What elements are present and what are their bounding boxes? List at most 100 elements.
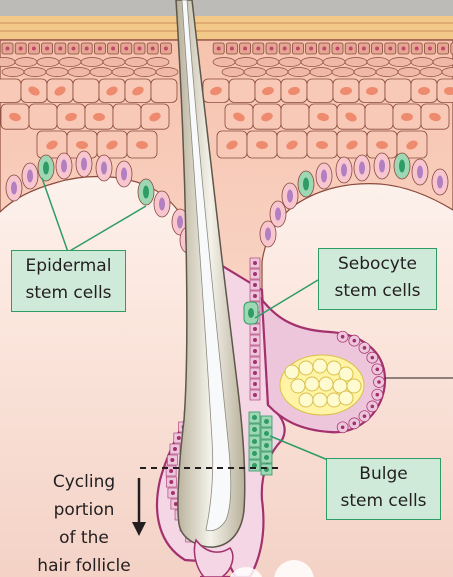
follicle-nucleus bbox=[253, 283, 257, 287]
cycling-line4: hair follicle bbox=[37, 556, 131, 576]
stem-cell-nucleus bbox=[303, 177, 309, 191]
spinous-nucleus bbox=[93, 112, 105, 122]
spinous-nucleus bbox=[401, 112, 413, 122]
leader-epidermal-1 bbox=[41, 177, 69, 253]
leader-bulge bbox=[269, 435, 329, 461]
squamous-cell bbox=[344, 57, 368, 67]
spinous-cell bbox=[28, 103, 58, 130]
spinous-nucleus bbox=[149, 112, 161, 122]
follicle-nucleus bbox=[253, 349, 257, 353]
basal-nucleus bbox=[321, 169, 327, 183]
spinous-nucleus bbox=[376, 140, 388, 150]
follicle-nucleus bbox=[253, 382, 257, 386]
spinous-nucleus bbox=[106, 86, 118, 96]
spinous-nucleus bbox=[444, 87, 453, 95]
cycling-line1: Cycling bbox=[52, 472, 116, 492]
gland-nucleus bbox=[375, 392, 380, 397]
squamous-cell bbox=[331, 67, 355, 77]
granular-nucleus bbox=[163, 46, 168, 51]
granular-nucleus bbox=[269, 46, 274, 51]
gland-nucleus bbox=[375, 367, 380, 372]
follicle-nucleus bbox=[253, 338, 257, 342]
sebocyte-cell bbox=[298, 392, 314, 408]
follicle-nucleus bbox=[170, 458, 175, 462]
spinous-nucleus bbox=[261, 112, 273, 122]
spinous-nucleus bbox=[317, 112, 329, 122]
spinous-nucleus bbox=[366, 86, 378, 96]
granular-nucleus bbox=[441, 46, 446, 51]
squamous-cell bbox=[322, 57, 346, 67]
hair-bulb bbox=[193, 538, 234, 577]
basal-nucleus bbox=[27, 169, 33, 183]
follicle-nucleus bbox=[253, 272, 257, 276]
spinous-cell bbox=[306, 78, 334, 103]
granular-nucleus bbox=[375, 46, 380, 51]
granular-nucleus bbox=[18, 46, 23, 51]
spinous-cell bbox=[150, 78, 178, 103]
sebocyte-cell bbox=[318, 376, 334, 392]
basal-nucleus bbox=[177, 215, 183, 229]
spinous-nucleus bbox=[406, 140, 418, 150]
bulge-stem-nucleus bbox=[252, 451, 257, 456]
gland-nucleus bbox=[362, 346, 367, 350]
stem-cell-nucleus bbox=[143, 185, 149, 199]
spinous-nucleus bbox=[340, 86, 352, 96]
spinous-nucleus bbox=[429, 112, 441, 122]
spinous-cell bbox=[384, 78, 412, 103]
squamous-cell bbox=[410, 57, 434, 67]
gland-nucleus bbox=[370, 404, 375, 409]
spinous-nucleus bbox=[226, 140, 238, 150]
squamous-cell bbox=[14, 57, 38, 67]
basal-nucleus bbox=[437, 175, 443, 189]
follicle-nucleus bbox=[253, 393, 257, 397]
squamous-cell bbox=[441, 67, 453, 77]
granular-nucleus bbox=[361, 46, 366, 51]
sebocyte-line1: Sebocyte bbox=[338, 254, 417, 274]
sebocyte-cell bbox=[326, 360, 342, 376]
granular-nucleus bbox=[150, 46, 155, 51]
spinous-cell bbox=[364, 103, 394, 130]
squamous-cell bbox=[375, 67, 399, 77]
spinous-nucleus bbox=[28, 86, 40, 96]
basal-nucleus bbox=[11, 181, 17, 195]
squamous-cell bbox=[80, 57, 104, 67]
gland-nucleus bbox=[377, 380, 381, 384]
spinous-cell bbox=[228, 78, 256, 103]
squamous-cell bbox=[124, 57, 148, 67]
spinous-nucleus bbox=[316, 140, 328, 150]
spinous-nucleus bbox=[262, 86, 274, 96]
granular-nucleus bbox=[97, 46, 102, 51]
follicle-nucleus bbox=[173, 502, 178, 506]
cycling-line3: of the bbox=[59, 528, 109, 548]
gland-nucleus bbox=[352, 338, 357, 343]
granular-nucleus bbox=[309, 46, 314, 51]
sebocyte-cell bbox=[304, 376, 320, 392]
basal-nucleus bbox=[287, 189, 293, 203]
granular-cells bbox=[0, 42, 453, 77]
bulge-stem-nucleus bbox=[252, 463, 257, 468]
squamous-cell bbox=[243, 67, 267, 77]
sebocyte-line2: stem cells bbox=[334, 281, 421, 301]
squamous-cell bbox=[309, 67, 333, 77]
sebocyte-cell bbox=[312, 392, 328, 408]
spinous-nucleus bbox=[345, 112, 357, 122]
sebocyte-cell bbox=[346, 378, 362, 394]
granular-nucleus bbox=[58, 46, 63, 51]
spinous-nucleus bbox=[346, 140, 358, 150]
gland-nucleus bbox=[362, 414, 367, 418]
spinous-nucleus bbox=[288, 86, 300, 96]
basal-nucleus bbox=[159, 197, 165, 211]
label-epidermal-stem-cells: Epidermal stem cells bbox=[11, 250, 126, 312]
spinous-nucleus bbox=[233, 112, 245, 122]
epidermal-line2: stem cells bbox=[25, 283, 112, 303]
leader-epidermal-2 bbox=[67, 205, 147, 253]
follicle-nucleus bbox=[170, 491, 175, 495]
spinous-cell bbox=[72, 78, 100, 103]
bulge-stem-nucleus bbox=[264, 431, 269, 436]
spinous-nucleus bbox=[256, 140, 268, 150]
squamous-cell bbox=[45, 67, 69, 77]
basal-nucleus bbox=[417, 165, 423, 179]
follicle-nucleus bbox=[253, 360, 257, 364]
sebocytes bbox=[284, 358, 362, 408]
sebocyte-stem-nucleus bbox=[248, 308, 254, 318]
